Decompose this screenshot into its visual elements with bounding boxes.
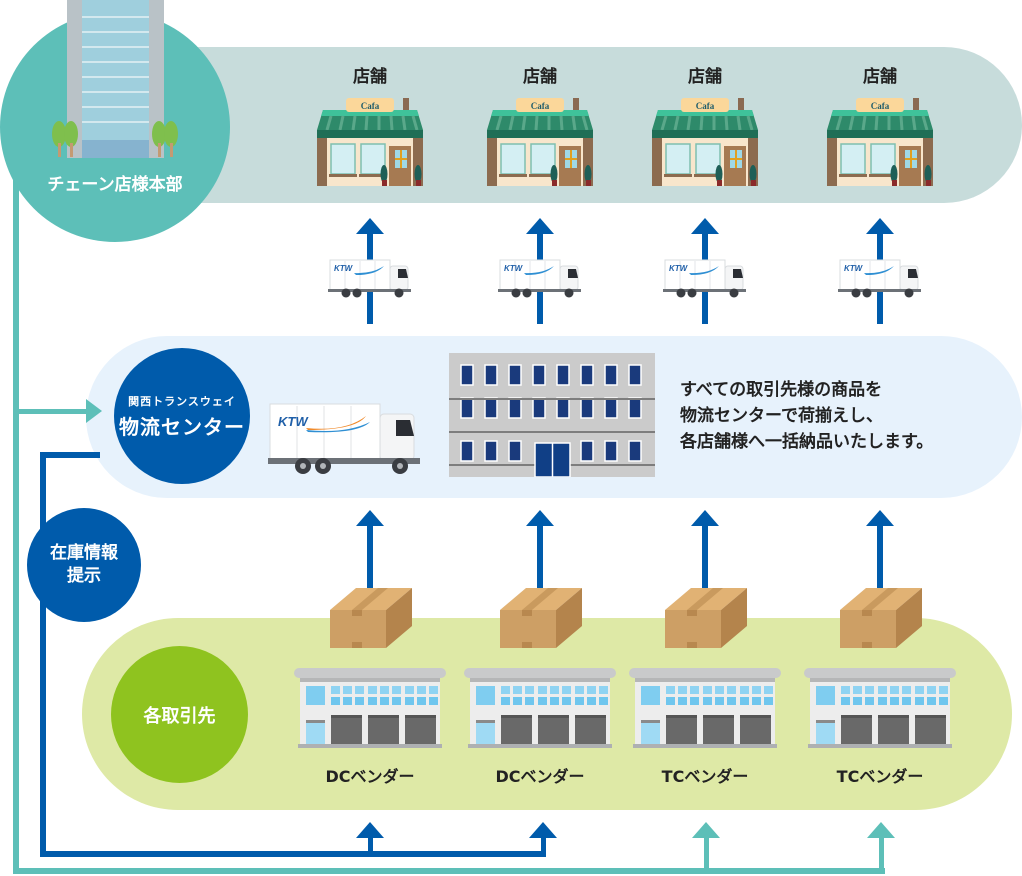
warehouse-window <box>580 364 594 386</box>
distribution-center-circle: 関西トランスウェイ 物流センター <box>114 348 250 484</box>
warehouse-window <box>460 397 474 419</box>
cafe-store-icon: Cafa <box>487 98 593 186</box>
store-label: 店舗 <box>863 67 897 87</box>
store-label: 店舗 <box>353 67 387 87</box>
tree-icon <box>52 121 178 157</box>
vendors-group-label: 各取引先 <box>143 705 216 727</box>
tc-vendor-2-arrow-icon <box>867 822 895 838</box>
svg-text:KTW: KTW <box>669 264 689 273</box>
distribution-center-label: 物流センター <box>119 414 245 439</box>
warehouse-window <box>604 397 618 419</box>
cardboard-box-icon <box>840 588 922 648</box>
vendor-factory-icon <box>464 668 616 748</box>
dc-vendor-1-connector <box>368 838 373 855</box>
supply-arrow-shaft <box>702 526 708 592</box>
vendor-label: TCベンダー <box>661 767 749 786</box>
inventory-info-circle: 在庫情報 提示 <box>27 508 141 622</box>
up-arrow-icon <box>526 218 554 234</box>
inventory-info-label-2: 提示 <box>67 566 101 586</box>
distribution-center-description: すべての取引先様の商品を 物流センターで荷揃えし、 各店舗様へ一括納品いたします… <box>680 380 934 452</box>
cafe-store-icon: Cafa <box>317 98 423 186</box>
warehouse-window <box>532 364 546 386</box>
warehouse-window <box>628 397 642 419</box>
warehouse-window <box>508 397 522 419</box>
warehouse-window <box>604 364 618 386</box>
warehouse-window <box>484 440 498 462</box>
up-arrow-icon <box>356 510 384 526</box>
warehouse-window <box>484 364 498 386</box>
ktw-truck-icon: KTW <box>328 259 411 298</box>
warehouse-window <box>556 397 570 419</box>
cardboard-box-icon <box>500 588 582 648</box>
warehouse-window <box>604 440 618 462</box>
up-arrow-icon <box>526 510 554 526</box>
store-label: 店舗 <box>523 67 557 87</box>
tc-vendor-2-connector <box>879 838 884 871</box>
warehouse-window <box>508 364 522 386</box>
svg-text:Cafa: Cafa <box>696 101 715 111</box>
distribution-warehouse-icon <box>449 353 655 477</box>
svg-text:KTW: KTW <box>844 264 864 273</box>
warehouse-window <box>484 397 498 419</box>
vendor-label: DCベンダー <box>325 767 415 786</box>
warehouse-window <box>556 364 570 386</box>
office-tower-icon <box>52 0 178 158</box>
inventory-info-label-1: 在庫情報 <box>50 543 118 563</box>
hq-connector-vertical <box>13 150 19 874</box>
up-arrow-icon <box>866 218 894 234</box>
hq-connector-bottom <box>13 868 885 874</box>
warehouse-window <box>532 397 546 419</box>
up-arrow-icon <box>691 510 719 526</box>
vendors-circle: 各取引先 <box>111 646 248 783</box>
tc-vendor-1-connector <box>704 838 709 871</box>
warehouse-window <box>628 440 642 462</box>
warehouse-window <box>508 440 522 462</box>
dc-connector-top <box>40 452 100 458</box>
ktw-truck-icon: KTW <box>663 259 746 298</box>
supply-arrow-shaft <box>537 526 543 592</box>
vendor-label: TCベンダー <box>836 767 924 786</box>
supply-arrow-shaft <box>367 526 373 592</box>
dc-vendor-2-connector <box>541 838 546 855</box>
svg-text:KTW: KTW <box>334 264 354 273</box>
cafe-store-icon: Cafa <box>652 98 758 186</box>
hq-to-dc-connector <box>13 409 87 414</box>
ktw-truck-icon: KTW <box>268 403 420 474</box>
cafe-store-icon: Cafa <box>827 98 933 186</box>
warehouse-window <box>628 364 642 386</box>
ktw-truck-icon: KTW <box>498 259 581 298</box>
warehouse-window <box>580 397 594 419</box>
svg-text:KTW: KTW <box>504 264 524 273</box>
headquarters-label: チェーン店様本部 <box>47 175 183 195</box>
svg-text:Cafa: Cafa <box>871 101 890 111</box>
store-label: 店舗 <box>688 67 722 87</box>
up-arrow-icon <box>691 218 719 234</box>
vendor-factory-icon <box>804 668 956 748</box>
up-arrow-icon <box>356 218 384 234</box>
svg-text:Cafa: Cafa <box>361 101 380 111</box>
dc-vendor-1-arrow-icon <box>356 822 384 838</box>
truck-logo: KTW <box>278 414 309 429</box>
vendor-factory-icon <box>294 668 446 748</box>
dc-connector-bottom <box>40 851 546 857</box>
up-arrow-icon <box>866 510 894 526</box>
svg-text:Cafa: Cafa <box>531 101 550 111</box>
dc-connector-vertical <box>40 452 46 857</box>
company-name: 関西トランスウェイ <box>128 394 236 408</box>
supply-arrow-shaft <box>877 526 883 592</box>
hq-to-dc-arrow-icon <box>86 399 102 423</box>
warehouse-window <box>460 440 474 462</box>
ktw-truck-icon: KTW <box>838 259 921 298</box>
warehouse-window <box>580 440 594 462</box>
tc-vendor-1-arrow-icon <box>692 822 720 838</box>
dc-vendor-2-arrow-icon <box>529 822 557 838</box>
warehouse-window <box>460 364 474 386</box>
vendor-label: DCベンダー <box>495 767 585 786</box>
cardboard-box-icon <box>665 588 747 648</box>
vendor-factory-icon <box>629 668 781 748</box>
cardboard-box-icon <box>330 588 412 648</box>
